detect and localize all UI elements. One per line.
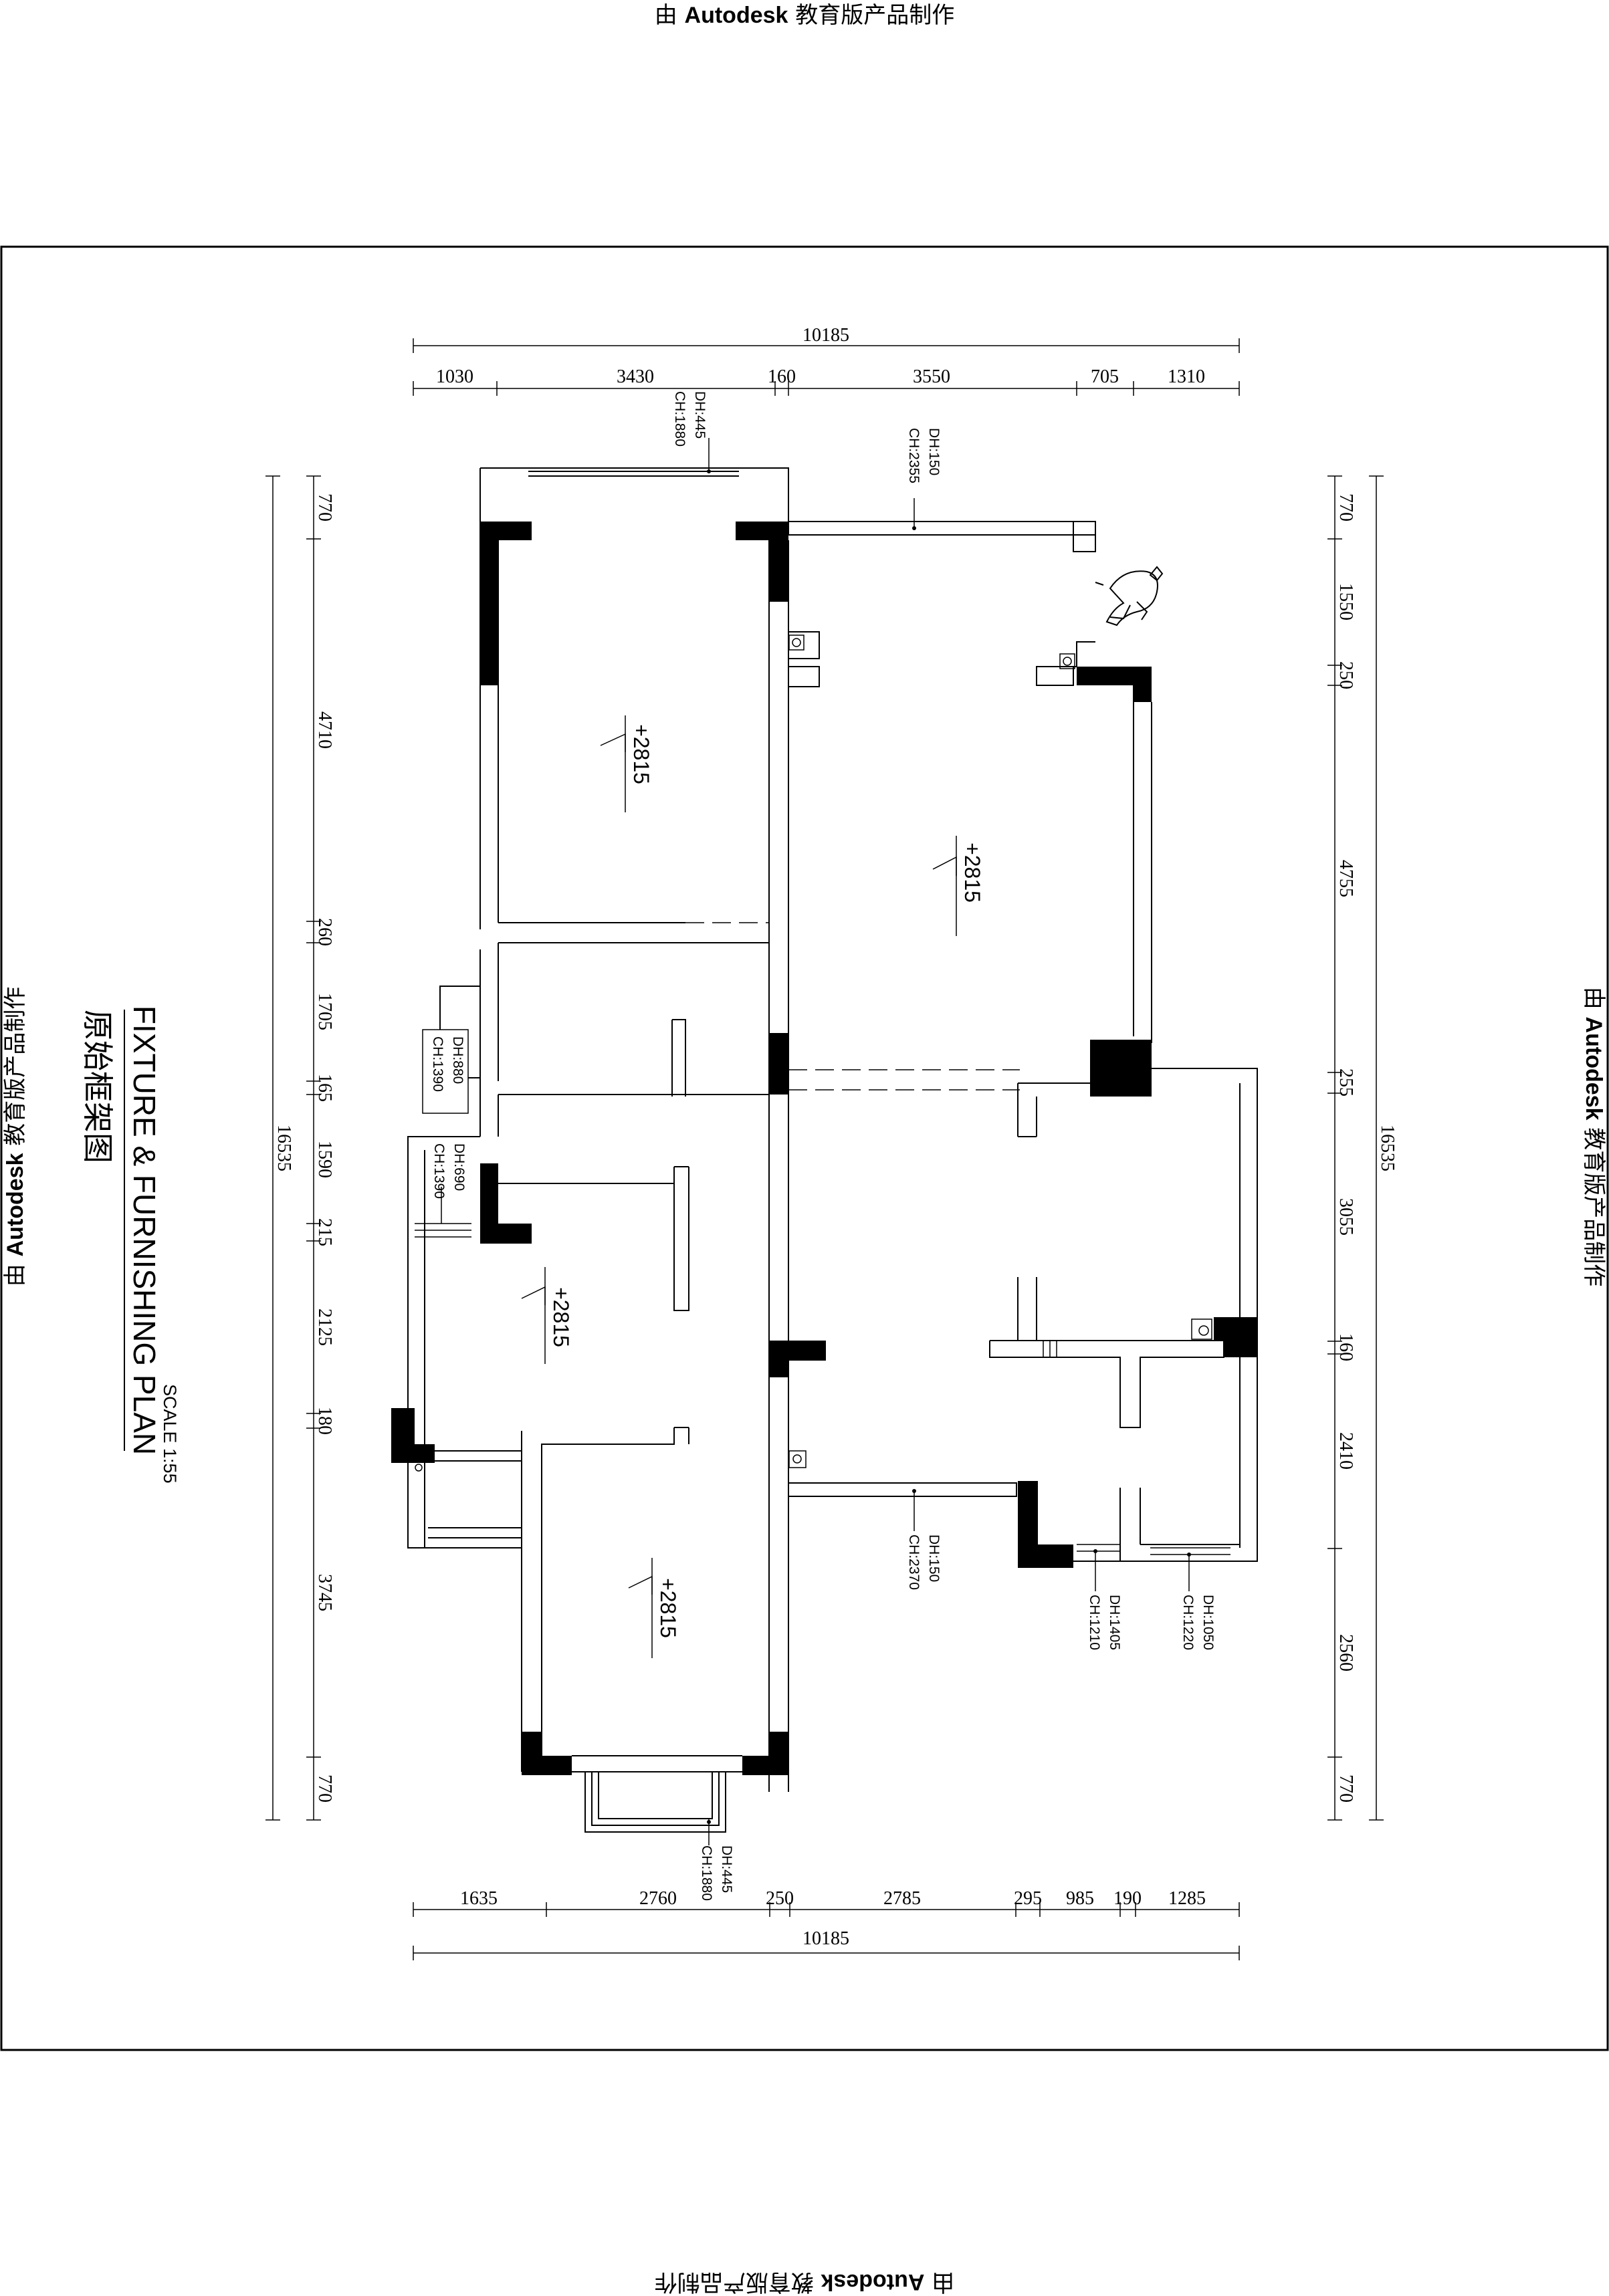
- svg-text:CH:1880: CH:1880: [699, 1845, 714, 1901]
- svg-text:DH:445: DH:445: [692, 391, 708, 439]
- svg-text:由 Autodesk 教育版产品制作: 由 Autodesk 教育版产品制作: [655, 2, 955, 29]
- svg-text:2760: 2760: [639, 1888, 677, 1909]
- svg-text:DH:150: DH:150: [926, 428, 942, 475]
- svg-text:3550: 3550: [913, 366, 950, 387]
- svg-text:3745: 3745: [314, 1574, 335, 1611]
- svg-text:2785: 2785: [883, 1888, 921, 1909]
- level-marker-3: +2815: [521, 1267, 573, 1364]
- dog-figure-icon: [1095, 566, 1164, 626]
- svg-text:770: 770: [314, 1774, 335, 1803]
- svg-text:295: 295: [1014, 1888, 1042, 1909]
- svg-text:DH:880: DH:880: [450, 1036, 465, 1084]
- sheet-border: [0, 245, 1609, 2051]
- svg-text:+2815: +2815: [960, 842, 984, 903]
- opening-tag-1: DH:445 CH:1880: [672, 391, 711, 473]
- svg-text:3055: 3055: [1335, 1198, 1356, 1236]
- svg-text:3430: 3430: [617, 366, 654, 387]
- svg-text:DH:1405: DH:1405: [1107, 1595, 1122, 1650]
- title-block: FIXTURE & FURNISHING PLAN 原始框架图 SCALE 1:…: [80, 1006, 180, 1484]
- svg-text:DH:1050: DH:1050: [1200, 1595, 1216, 1650]
- svg-text:由 Autodesk 教育版产品制作: 由 Autodesk 教育版产品制作: [2, 987, 29, 1287]
- opening-tag-4: DH:690 CH:1390: [431, 1143, 467, 1224]
- svg-text:1635: 1635: [460, 1888, 498, 1909]
- title-chinese: 原始框架图: [80, 1010, 116, 1163]
- bottom-dimension-labels: 1635 2760 250 2785 295 985 190 1285 1018…: [460, 1888, 1206, 1949]
- dashed-openings: [685, 655, 1020, 1337]
- svg-text:DH:150: DH:150: [926, 1534, 942, 1582]
- svg-text:由 Autodesk 教育版产品制作: 由 Autodesk 教育版产品制作: [1580, 987, 1607, 1287]
- scale-label: SCALE 1:55: [160, 1384, 180, 1484]
- dim-left-total: 16535: [274, 1125, 294, 1171]
- watermark-top: 由 Autodesk 教育版产品制作: [655, 2, 955, 29]
- svg-text:CH:2355: CH:2355: [906, 428, 922, 483]
- svg-text:770: 770: [314, 493, 335, 522]
- svg-text:CH:1210: CH:1210: [1087, 1595, 1102, 1650]
- svg-text:770: 770: [1335, 493, 1356, 522]
- structural-columns: [391, 522, 1257, 1775]
- bottom-dimensions: [413, 1902, 1240, 1960]
- dim-right-total: 16535: [1377, 1125, 1398, 1171]
- dim-bottom-total: 10185: [802, 1928, 849, 1949]
- svg-text:180: 180: [314, 1407, 335, 1435]
- svg-text:4710: 4710: [314, 711, 335, 749]
- watermark-bottom: 由 Autodesk 教育版产品制作: [655, 2269, 955, 2295]
- dim-top-total: 10185: [802, 325, 849, 346]
- left-dimension-labels: 16535 770 4710 260 1705 165 1590 215 212…: [274, 493, 335, 1803]
- svg-text:705: 705: [1091, 366, 1119, 387]
- svg-text:+2815: +2815: [629, 724, 653, 784]
- opening-tag-6: DH:1405 CH:1210: [1087, 1549, 1122, 1650]
- svg-text:215: 215: [314, 1218, 335, 1246]
- svg-text:1030: 1030: [436, 366, 473, 387]
- level-marker-4: +2815: [628, 1558, 680, 1658]
- svg-text:1285: 1285: [1168, 1888, 1206, 1909]
- watermark-right: 由 Autodesk 教育版产品制作: [1580, 987, 1607, 1287]
- svg-text:4755: 4755: [1335, 860, 1356, 897]
- left-dimensions: [265, 475, 321, 1821]
- right-dimensions: [1327, 475, 1384, 1821]
- top-dimensions: [413, 338, 1240, 396]
- svg-text:+2815: +2815: [656, 1578, 680, 1638]
- svg-text:160: 160: [768, 366, 796, 387]
- svg-text:+2815: +2815: [549, 1287, 573, 1347]
- svg-text:190: 190: [1113, 1888, 1142, 1909]
- title-english: FIXTURE & FURNISHING PLAN: [127, 1006, 162, 1455]
- level-marker-2: +2815: [932, 836, 984, 936]
- svg-text:1550: 1550: [1335, 583, 1356, 620]
- svg-text:985: 985: [1066, 1888, 1094, 1909]
- svg-text:CH:2370: CH:2370: [906, 1534, 922, 1590]
- watermark-left: 由 Autodesk 教育版产品制作: [2, 987, 29, 1287]
- svg-text:770: 770: [1335, 1774, 1356, 1803]
- top-dimension-labels: 10185 1030 3430 160 3550 705 1310: [436, 325, 1205, 387]
- opening-tag-5: DH:150 CH:2370: [906, 1489, 942, 1590]
- svg-text:DH:690: DH:690: [451, 1143, 467, 1191]
- svg-text:1705: 1705: [314, 993, 335, 1030]
- svg-text:2560: 2560: [1335, 1634, 1356, 1672]
- svg-text:250: 250: [766, 1888, 794, 1909]
- svg-text:由 Autodesk 教育版产品制作: 由 Autodesk 教育版产品制作: [655, 2269, 955, 2295]
- svg-text:CH:1880: CH:1880: [672, 391, 687, 447]
- right-dimension-labels: 770 1550 250 4755 255 3055 160 2410 2560…: [1335, 493, 1398, 1803]
- opening-tag-2: DH:150 CH:2355: [906, 428, 942, 530]
- svg-text:CH:1220: CH:1220: [1180, 1595, 1196, 1650]
- svg-text:260: 260: [314, 918, 335, 946]
- svg-text:DH:445: DH:445: [719, 1845, 734, 1893]
- opening-tag-3: DH:880 CH:1390: [422, 1029, 469, 1114]
- svg-text:160: 160: [1335, 1333, 1356, 1361]
- svg-text:250: 250: [1335, 661, 1356, 689]
- level-marker-1: +2815: [600, 715, 653, 812]
- opening-tag-7: DH:1050 CH:1220: [1180, 1553, 1216, 1650]
- svg-text:2410: 2410: [1335, 1432, 1356, 1470]
- svg-text:CH:1390: CH:1390: [431, 1143, 447, 1199]
- opening-tag-8: DH:445 CH:1880: [699, 1819, 734, 1901]
- svg-text:165: 165: [314, 1074, 335, 1102]
- svg-text:1310: 1310: [1168, 366, 1205, 387]
- svg-text:255: 255: [1335, 1068, 1356, 1097]
- svg-text:2125: 2125: [314, 1308, 335, 1346]
- svg-text:1590: 1590: [314, 1141, 335, 1178]
- svg-text:CH:1390: CH:1390: [430, 1036, 445, 1092]
